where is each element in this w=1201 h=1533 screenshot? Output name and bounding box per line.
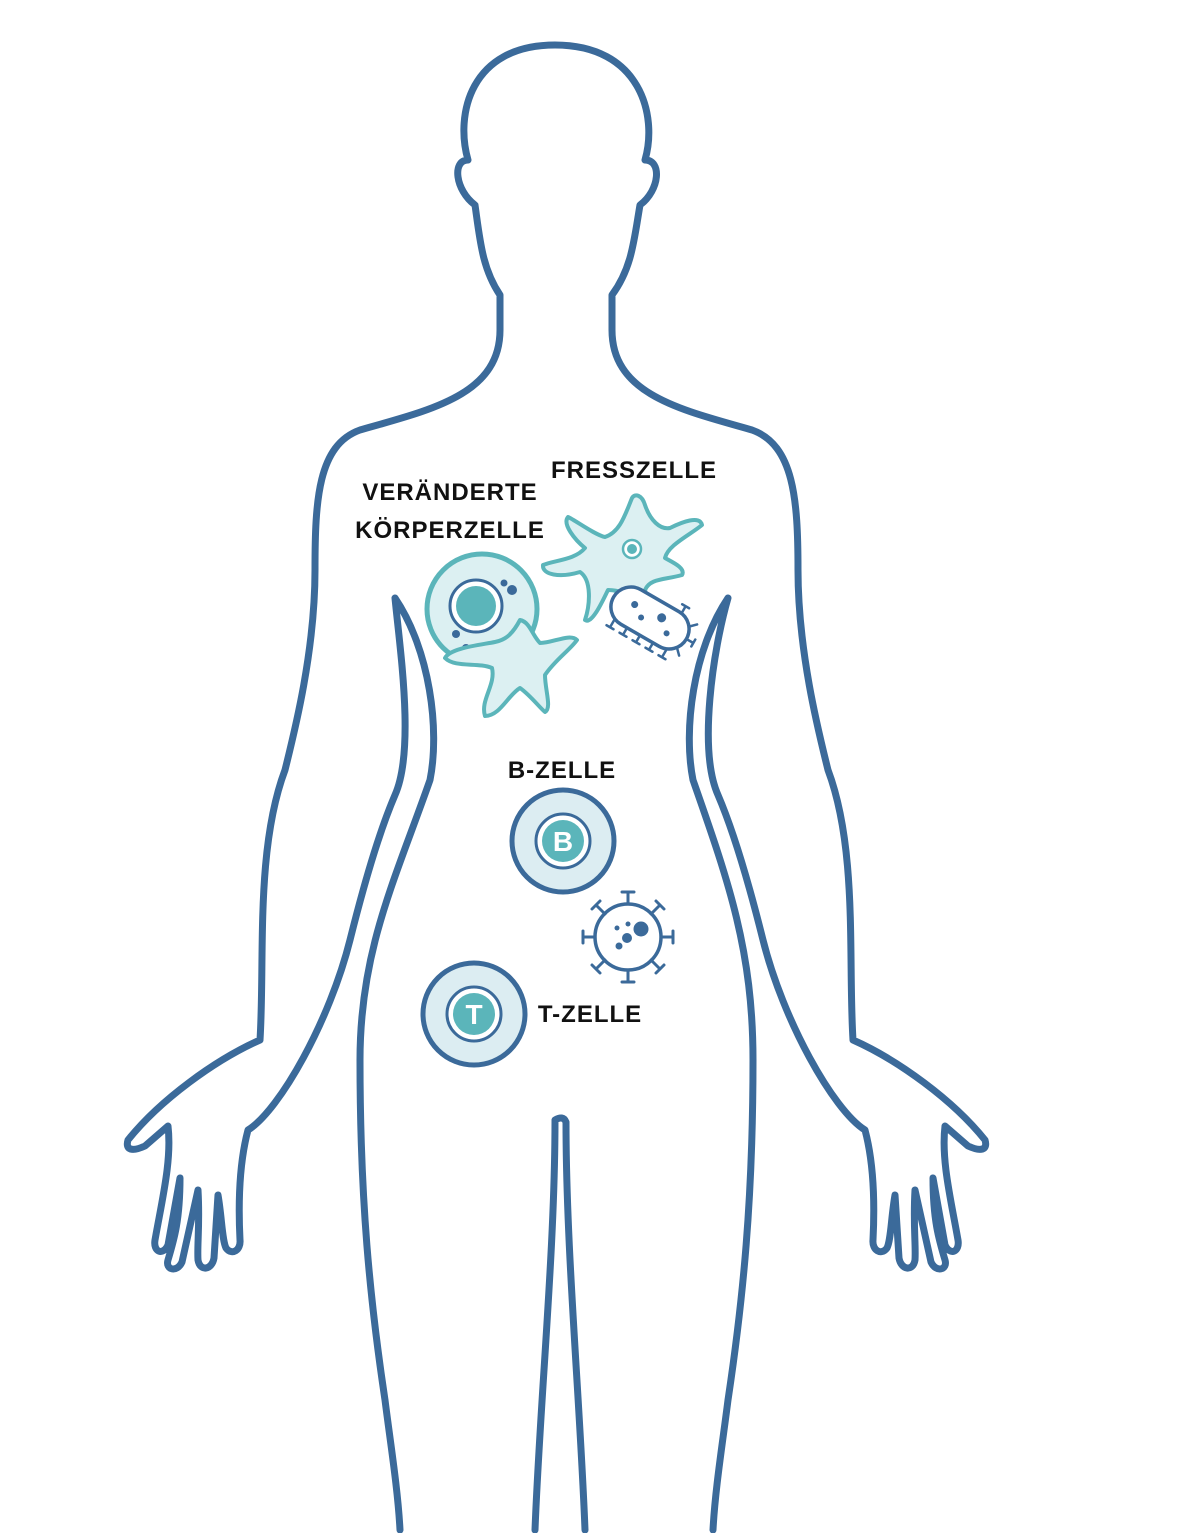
t-cell-letter: T <box>465 999 482 1030</box>
t-cell-icon: T <box>420 960 528 1068</box>
b-cell-letter: B <box>553 826 573 857</box>
virus-icon <box>581 890 675 984</box>
altered-cell-label-line2: KÖRPERZELLE <box>355 517 545 544</box>
small-phagocyte-icon <box>443 618 579 718</box>
bacterium-icon <box>605 585 699 661</box>
phagocyte-label: FRESSZELLE <box>551 457 717 484</box>
t-cell-label: T-ZELLE <box>538 1001 642 1028</box>
b-cell-icon: B <box>509 787 617 895</box>
b-cell-label: B-ZELLE <box>508 757 616 784</box>
human-body-silhouette <box>123 41 990 1533</box>
altered-cell-label-line1: VERÄNDERTE <box>362 479 537 506</box>
altered-cell-icon <box>424 551 540 667</box>
